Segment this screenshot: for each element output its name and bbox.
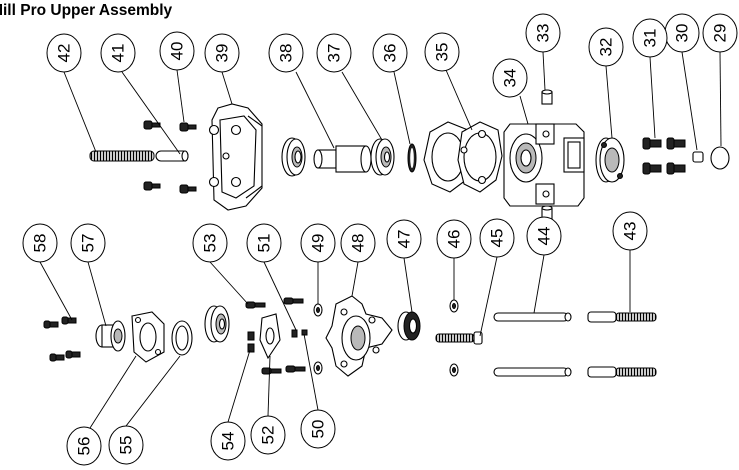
callout-37: 37 [316, 33, 352, 73]
callout-30: 30 [664, 13, 700, 53]
part-47-gear [397, 311, 421, 341]
callout-56: 56 [66, 426, 102, 466]
callout-38: 38 [268, 33, 304, 73]
svg-text:55: 55 [117, 436, 136, 455]
svg-text:31: 31 [641, 29, 660, 48]
part-42-spring [89, 150, 155, 162]
svg-text:49: 49 [309, 234, 328, 253]
svg-text:38: 38 [277, 44, 296, 63]
part-30-nut [692, 151, 704, 163]
svg-text:36: 36 [381, 44, 400, 63]
callout-36: 36 [372, 33, 408, 73]
callout-46: 46 [436, 219, 472, 259]
svg-text:53: 53 [201, 234, 220, 253]
callout-49: 49 [300, 223, 336, 263]
svg-text:44: 44 [535, 227, 554, 246]
svg-text:51: 51 [255, 234, 274, 253]
svg-text:29: 29 [711, 24, 730, 43]
svg-text:41: 41 [109, 44, 128, 63]
part-32-cover [595, 137, 625, 183]
part-41-pin [155, 150, 189, 162]
bearing-left [281, 137, 306, 177]
callout-50: 50 [300, 409, 336, 449]
part-37-bearing [370, 138, 395, 176]
callout-44: 44 [526, 216, 562, 256]
callout-32: 32 [588, 27, 624, 67]
callout-58: 58 [22, 223, 58, 263]
part-39-housing [208, 103, 263, 211]
svg-text:42: 42 [55, 44, 74, 63]
callout-43: 43 [612, 211, 648, 251]
diagram-title: et Mill Pro Upper Assembly [0, 2, 173, 19]
svg-text:39: 39 [213, 44, 232, 63]
part-49-washers [313, 303, 323, 375]
callout-47: 47 [386, 219, 422, 259]
part-38-shaft [313, 145, 372, 173]
part-29-cap [710, 146, 730, 170]
svg-text:45: 45 [488, 229, 507, 248]
part-57-fitting [95, 320, 126, 352]
part-40-screws [143, 120, 197, 194]
callout-33: 33 [525, 13, 561, 53]
svg-text:54: 54 [219, 432, 238, 451]
callout-54: 54 [210, 421, 246, 461]
callout-53: 53 [192, 223, 228, 263]
callout-48: 48 [340, 223, 376, 263]
svg-text:32: 32 [597, 38, 616, 57]
callout-29: 29 [702, 13, 738, 53]
svg-text:35: 35 [433, 43, 452, 62]
part-53-screws [245, 297, 306, 375]
callout-35: 35 [424, 32, 460, 72]
part-54-bits [247, 331, 255, 353]
callout-39: 39 [204, 33, 240, 73]
callout-52: 52 [250, 415, 286, 455]
part-46-washers [449, 299, 459, 377]
svg-text:52: 52 [259, 426, 278, 445]
svg-text:37: 37 [325, 44, 344, 63]
svg-text:58: 58 [31, 234, 50, 253]
callout-42: 42 [46, 33, 82, 73]
callout-51: 51 [246, 223, 282, 263]
callout-41: 41 [100, 33, 136, 73]
callout-31: 31 [632, 18, 668, 58]
callout-45: 45 [479, 218, 515, 258]
part-52-plate [259, 313, 281, 360]
svg-text:43: 43 [621, 222, 640, 241]
callout-34: 34 [492, 58, 528, 98]
svg-text:40: 40 [168, 42, 187, 61]
part-45-rod [435, 331, 483, 345]
part-36-ring [407, 143, 417, 173]
svg-text:34: 34 [501, 69, 520, 88]
part-34-pump-body [503, 123, 585, 207]
svg-text:30: 30 [673, 24, 692, 43]
callout-55: 55 [108, 425, 144, 465]
part-35-gaskets [423, 121, 503, 193]
part-58-screws [43, 316, 81, 362]
svg-text:46: 46 [445, 230, 464, 249]
part-55-oring [171, 320, 193, 356]
part-31-screws [642, 137, 686, 175]
svg-text:48: 48 [349, 234, 368, 253]
leader-lines [39, 51, 722, 429]
svg-text:56: 56 [75, 437, 94, 456]
bearing-lower [204, 305, 230, 343]
part-44-pins [493, 312, 572, 377]
svg-text:47: 47 [395, 230, 414, 249]
callout-57: 57 [70, 223, 106, 263]
svg-text:50: 50 [309, 420, 328, 439]
svg-text:57: 57 [79, 234, 98, 253]
part-48-star [325, 295, 393, 377]
part-56-flange [131, 311, 165, 363]
callout-40: 40 [159, 31, 195, 71]
svg-text:33: 33 [534, 24, 553, 43]
part-43-bolts [587, 311, 657, 378]
